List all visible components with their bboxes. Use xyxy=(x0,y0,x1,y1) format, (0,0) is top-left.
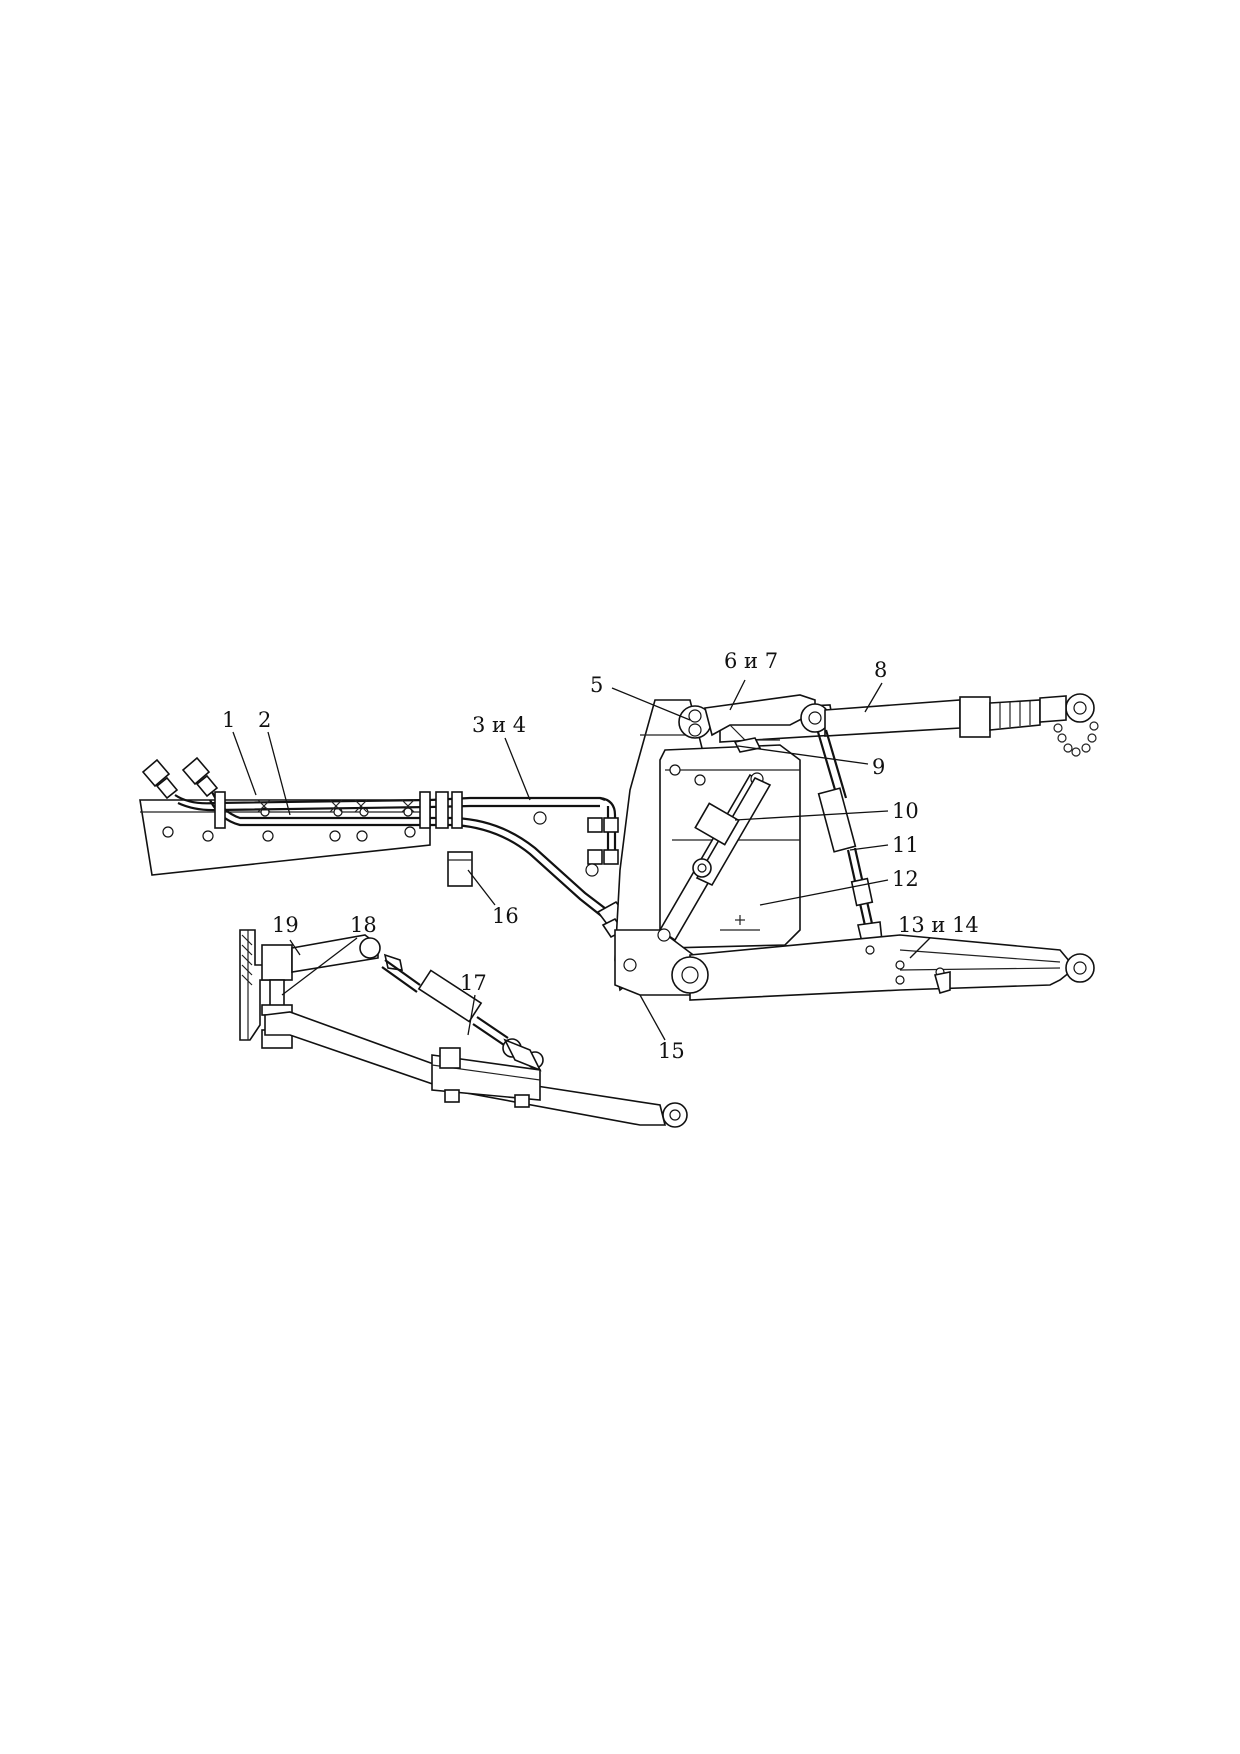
callout-13-14: 13 и 14 xyxy=(898,913,979,937)
callout-15: 15 xyxy=(658,1039,685,1063)
callout-3-4: 3 и 4 xyxy=(472,713,526,737)
callout-2: 2 xyxy=(258,708,271,732)
callout-1: 1 xyxy=(222,708,235,732)
hydraulic-tubes xyxy=(141,756,630,939)
callout-17: 17 xyxy=(460,971,487,995)
callout-18: 18 xyxy=(350,913,377,937)
leader-lines xyxy=(232,679,931,1041)
callout-8: 8 xyxy=(874,658,887,682)
callout-6-7: 6 и 7 xyxy=(724,649,778,673)
callout-labels: 1 2 3 и 4 5 6 и 7 8 9 10 11 12 13 и 14 1… xyxy=(222,649,979,1063)
callout-16: 16 xyxy=(492,904,519,928)
callout-12: 12 xyxy=(892,867,919,891)
callout-11: 11 xyxy=(892,833,919,857)
inset-link-assembly xyxy=(239,929,688,1128)
callout-10: 10 xyxy=(892,799,919,823)
lower-arm-13-14 xyxy=(671,934,1095,1001)
callout-5: 5 xyxy=(590,673,603,697)
lift-rod-10 xyxy=(692,776,772,887)
top-link-assembly xyxy=(678,693,1099,757)
callout-9: 9 xyxy=(872,755,885,779)
callout-19: 19 xyxy=(272,913,299,937)
